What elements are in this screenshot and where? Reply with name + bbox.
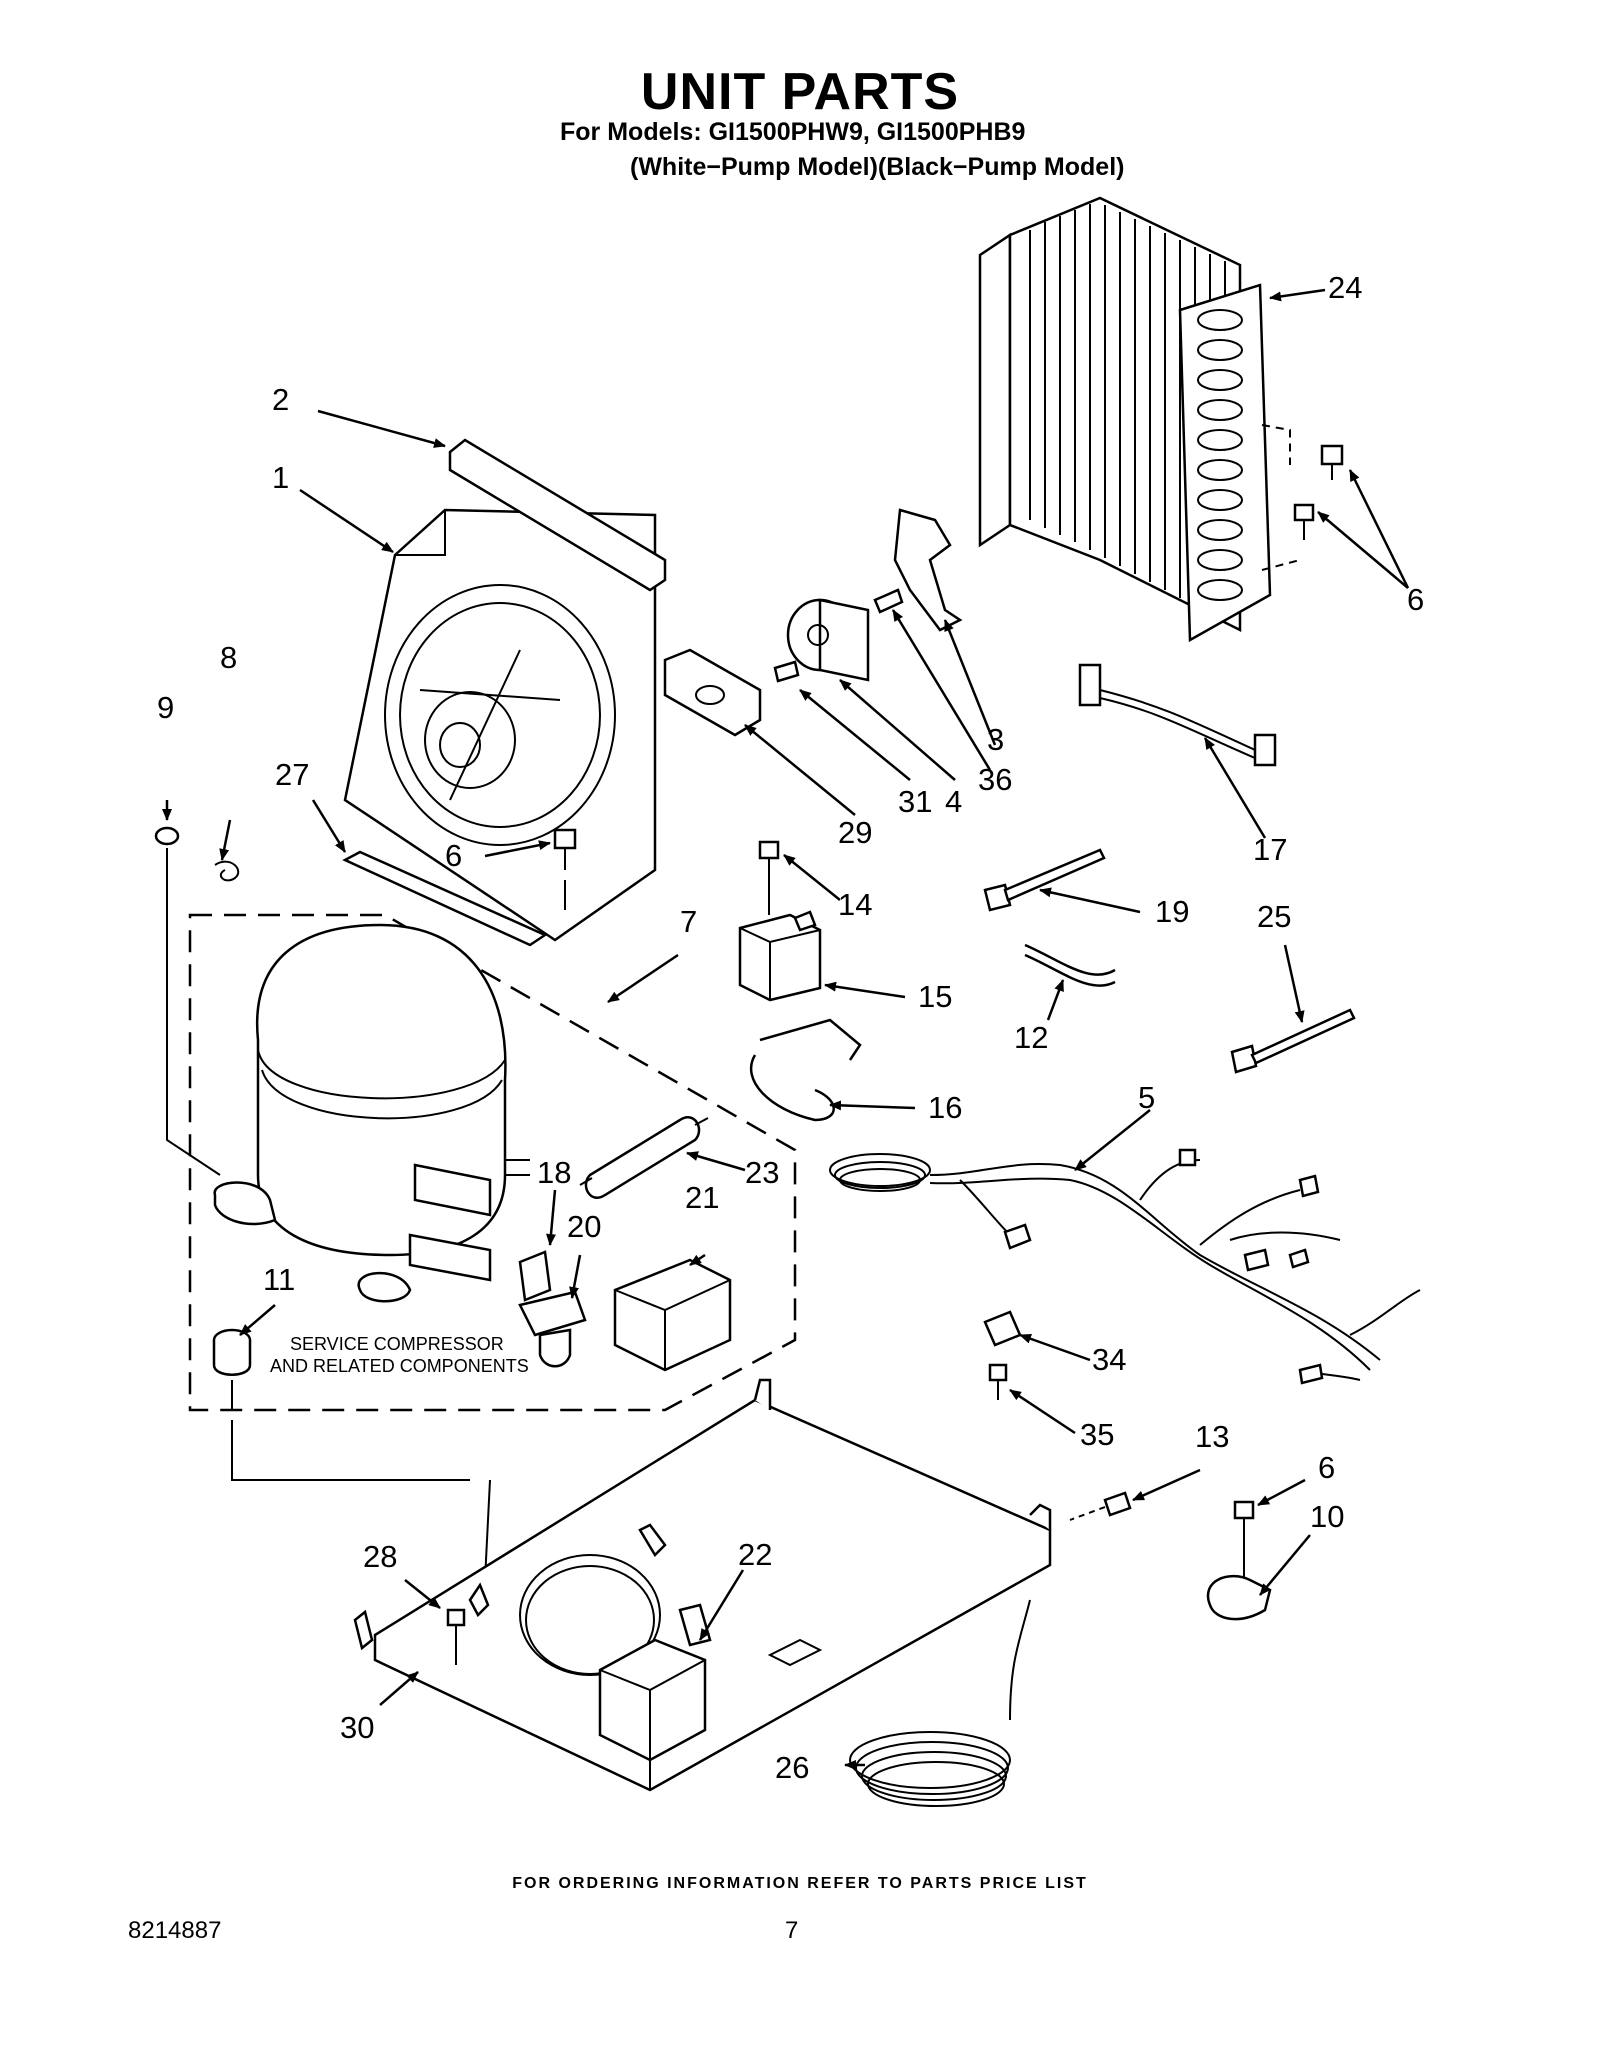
washer-part xyxy=(154,826,180,846)
callout-2: 2 xyxy=(272,382,289,417)
drier-part xyxy=(579,1116,709,1199)
callout-12: 12 xyxy=(1014,1020,1048,1055)
callout-18: 18 xyxy=(537,1155,571,1190)
fan-motor-part xyxy=(786,598,870,682)
shaft-bolt-part xyxy=(873,588,904,614)
callout-13: 13 xyxy=(1195,1419,1229,1454)
callout-31: 31 xyxy=(898,784,932,819)
callout-19: 19 xyxy=(1155,894,1189,929)
screw-part xyxy=(446,1608,466,1665)
condenser-part xyxy=(978,196,1272,643)
callout-7: 7 xyxy=(680,904,697,939)
cable-tie-part xyxy=(1230,1008,1356,1074)
page-number: 7 xyxy=(785,1917,799,1944)
callout-21: 21 xyxy=(685,1180,719,1215)
service-label-line-2: AND RELATED COMPONENTS xyxy=(270,1356,529,1376)
service-compressor-boundary xyxy=(188,913,797,1412)
insulation-strip-part xyxy=(448,438,667,592)
callout-3: 3 xyxy=(987,722,1004,757)
clamp-part xyxy=(983,1310,1022,1347)
callout-27: 27 xyxy=(275,757,309,792)
callout-30: 30 xyxy=(340,1710,374,1745)
callout-23: 23 xyxy=(745,1155,779,1190)
base-pan-part xyxy=(353,1378,1052,1792)
callout-25: 25 xyxy=(1257,899,1291,934)
clamp-part xyxy=(1206,1574,1272,1621)
callout-8: 8 xyxy=(220,640,237,675)
callout-35: 35 xyxy=(1080,1417,1114,1452)
fan-blade-part xyxy=(893,508,963,632)
solenoid-part xyxy=(738,910,822,1002)
fan-shroud-part xyxy=(343,508,657,942)
water-pump-part xyxy=(598,1603,712,1762)
callout-6a: 6 xyxy=(1407,582,1424,617)
callout-1: 1 xyxy=(272,460,289,495)
page-title: UNIT PARTS xyxy=(640,63,960,121)
clip-part xyxy=(214,860,240,882)
coil-tubing-part xyxy=(849,1599,1031,1807)
mounting-bracket-part xyxy=(663,648,762,737)
screw-part xyxy=(1261,424,1344,571)
callout-16: 16 xyxy=(928,1090,962,1125)
callout-5: 5 xyxy=(1138,1080,1155,1115)
screw-part xyxy=(988,1363,1008,1400)
screw-part xyxy=(758,840,780,915)
callout-26: 26 xyxy=(775,1750,809,1785)
callout-6b: 6 xyxy=(445,838,462,873)
callout-14: 14 xyxy=(838,887,872,922)
callout-34: 34 xyxy=(1092,1342,1126,1377)
callout-29: 29 xyxy=(838,815,872,850)
callout-22: 22 xyxy=(738,1537,772,1572)
document-number: 8214887 xyxy=(128,1917,222,1944)
service-label-line-1: SERVICE COMPRESSOR xyxy=(290,1334,504,1354)
cable-tie-part xyxy=(983,848,1106,912)
callout-11: 11 xyxy=(263,1262,295,1297)
capacitor-cover-part xyxy=(613,1258,732,1372)
callout-36: 36 xyxy=(978,762,1012,797)
grommet-part xyxy=(212,1328,252,1376)
wire-harness-part xyxy=(1078,663,1277,767)
callout-15: 15 xyxy=(918,979,952,1014)
callout-4: 4 xyxy=(945,784,962,819)
callout-9: 9 xyxy=(157,690,174,725)
variants-line: (White−Pump Model)(Black−Pump Model) xyxy=(630,153,1125,181)
screw-part xyxy=(553,828,577,910)
callout-10: 10 xyxy=(1310,1499,1344,1534)
leader-lines xyxy=(162,288,1410,1770)
electrical-harness-part xyxy=(829,1148,1421,1385)
overload-part xyxy=(518,1250,552,1302)
callout-28: 28 xyxy=(363,1539,397,1574)
models-line: For Models: GI1500PHW9, GI1500PHB9 xyxy=(560,118,1026,146)
callout-24: 24 xyxy=(1328,270,1362,305)
ordering-note: FOR ORDERING INFORMATION REFER TO PARTS … xyxy=(512,1875,1088,1892)
callout-labels: 1 2 3 4 5 6 6 6 7 8 9 10 11 12 13 14 15 … xyxy=(157,270,1424,1785)
gasket-part xyxy=(342,850,548,947)
compressor-part xyxy=(213,923,530,1303)
relay-part xyxy=(518,1290,587,1368)
tube-part xyxy=(1024,943,1116,987)
callout-6c: 6 xyxy=(1318,1450,1335,1485)
screw-part xyxy=(1069,1491,1132,1521)
callout-17: 17 xyxy=(1253,832,1287,867)
bracket-screw-part xyxy=(773,660,800,683)
callout-20: 20 xyxy=(567,1209,601,1244)
